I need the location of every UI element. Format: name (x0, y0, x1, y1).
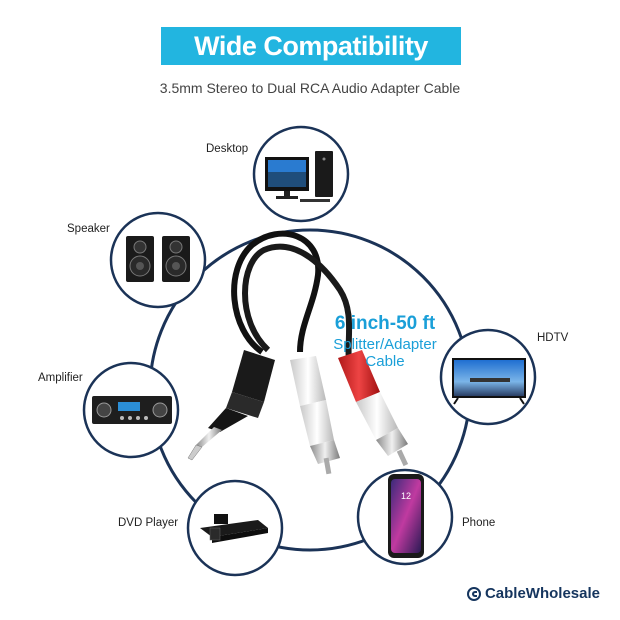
rca-cable-illustration (187, 230, 409, 475)
label-dvd-player: DVD Player (118, 517, 179, 529)
hdtv-device (439, 328, 537, 426)
brand-name: CableWholesale (484, 585, 600, 602)
amplifier-device (82, 361, 180, 459)
white-rca-plug (290, 356, 340, 475)
svg-text:12: 12 (401, 491, 411, 501)
label-speaker: Speaker (67, 223, 110, 235)
title-banner: Wide Compatibility (161, 27, 461, 65)
label-hdtv: HDTV (537, 332, 569, 344)
label-desktop: Desktop (206, 143, 249, 155)
dvd-player-device (186, 479, 284, 577)
cable-type-line1: Splitter/Adapter (333, 336, 437, 353)
amplifier-icon (92, 396, 172, 424)
cable-length: 6 inch-50 ft (334, 313, 436, 334)
speaker-device (109, 211, 207, 309)
desktop-device (252, 125, 350, 223)
brand-logo: CableWholesale (466, 585, 600, 602)
label-phone: Phone (462, 517, 496, 529)
smartphone-icon: 12 (388, 474, 424, 558)
phone-device: 12 (356, 468, 454, 566)
desktop-computer-icon (265, 151, 333, 202)
subtitle: 3.5mm Stereo to Dual RCA Audio Adapter C… (159, 80, 461, 96)
3-5mm-plug (187, 350, 275, 461)
cablewholesale-logo-icon (466, 586, 481, 601)
television-icon (452, 358, 526, 405)
label-amplifier: Amplifier (38, 372, 83, 384)
dvd-player-icon (200, 514, 268, 543)
speaker-pair-icon (126, 236, 190, 282)
cable-type-line2: Cable (365, 353, 405, 370)
red-rca-plug (338, 350, 409, 467)
